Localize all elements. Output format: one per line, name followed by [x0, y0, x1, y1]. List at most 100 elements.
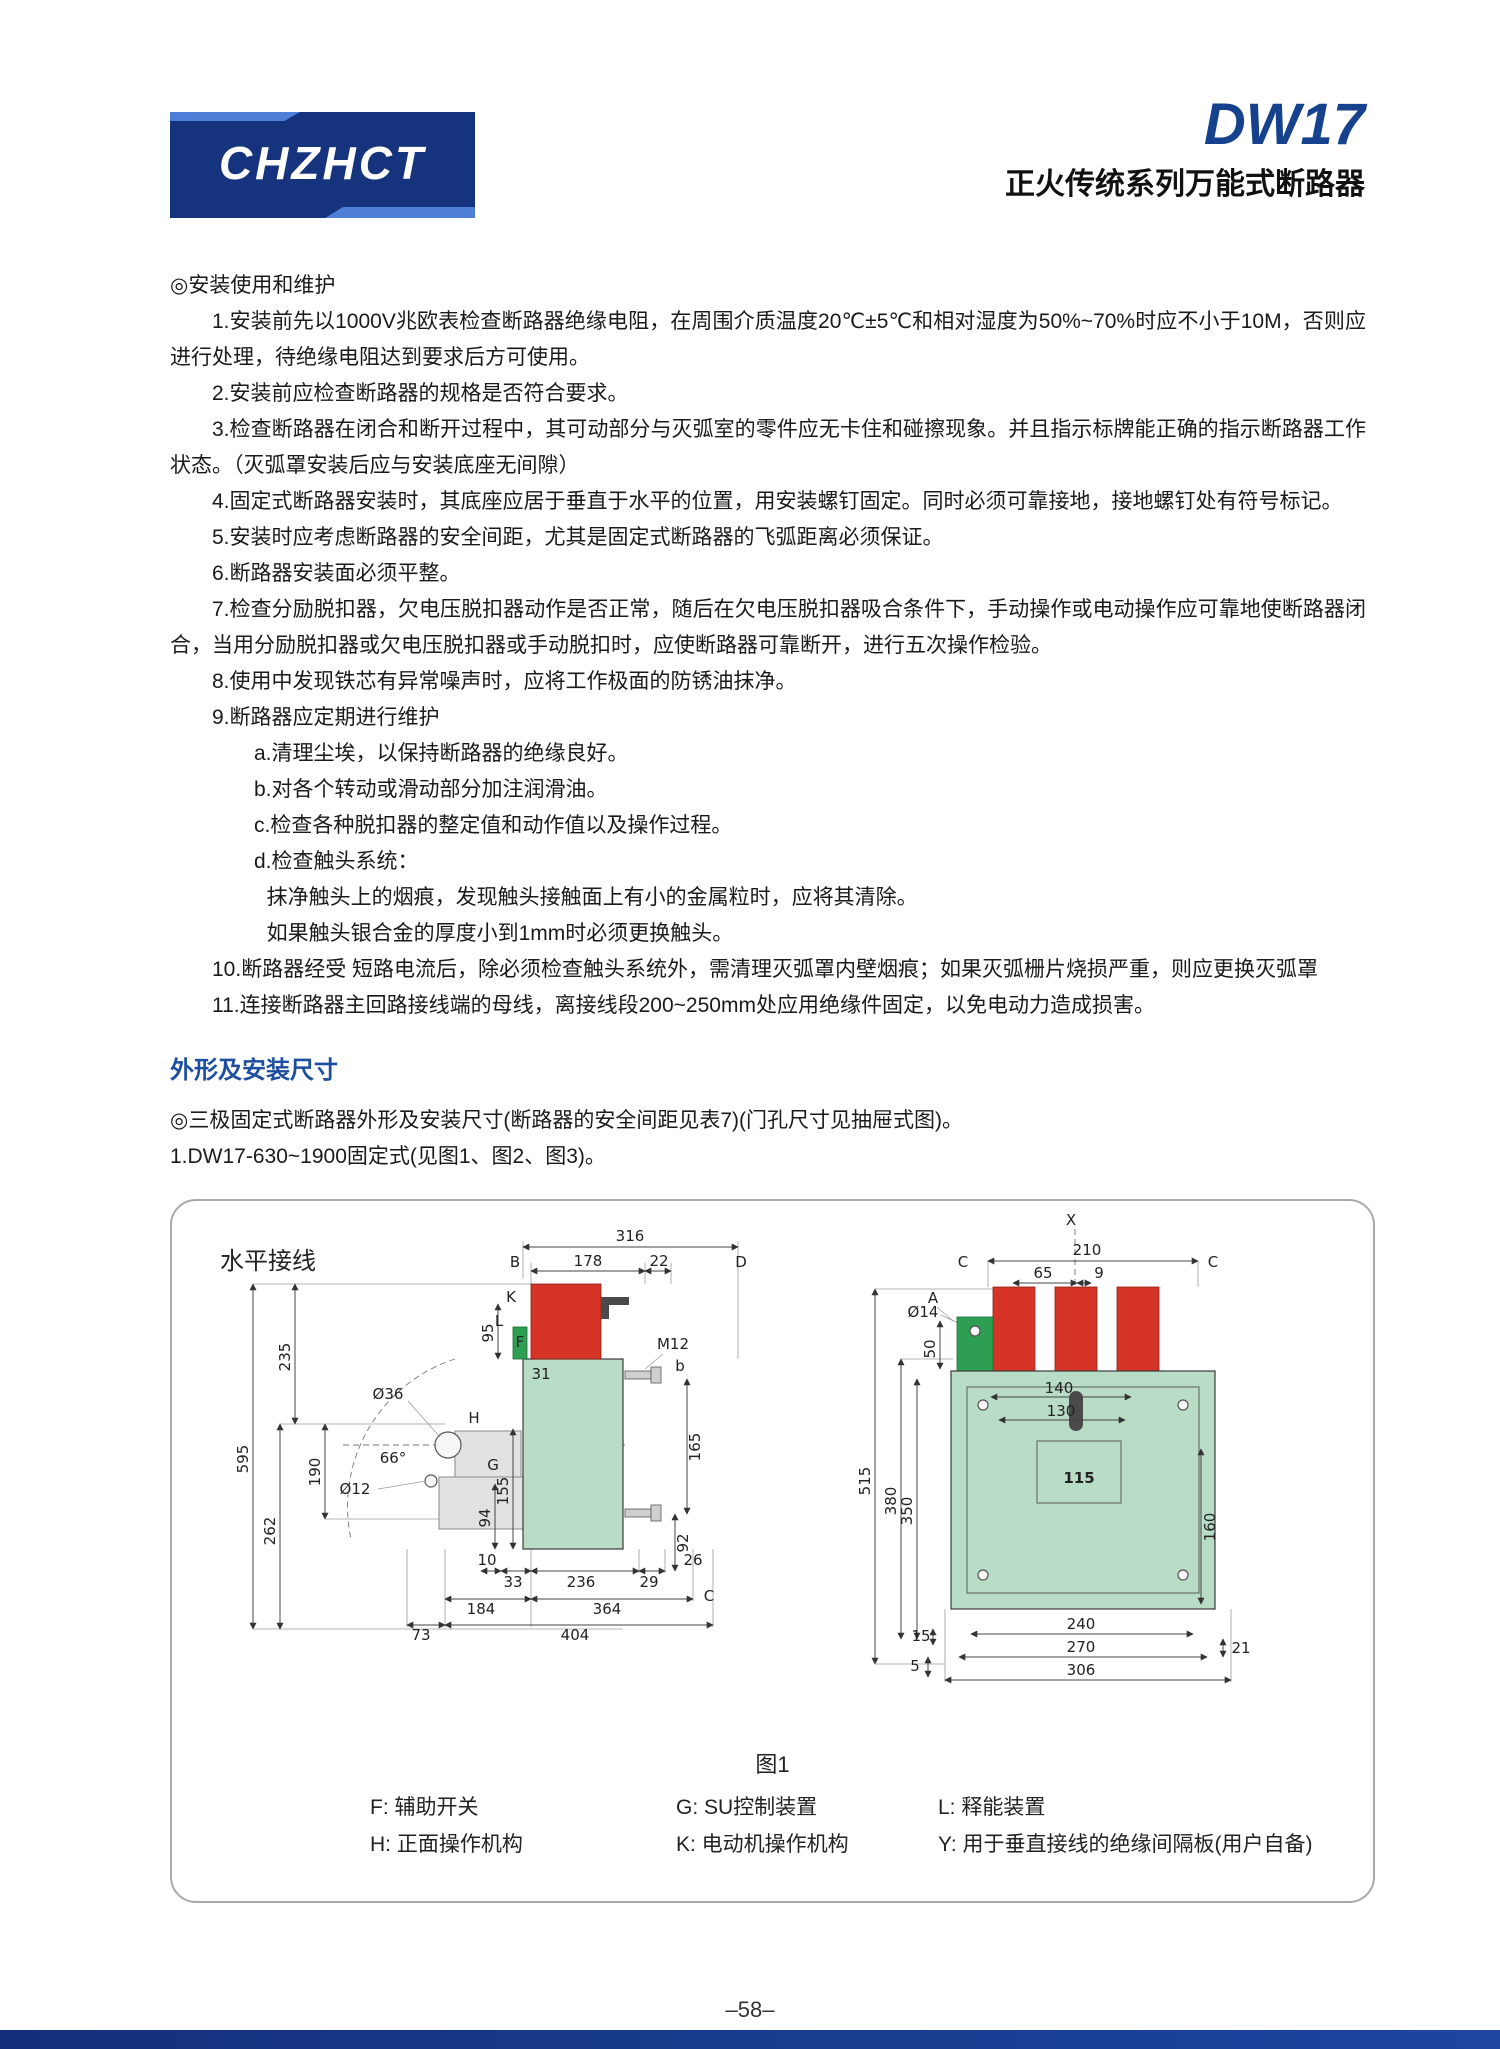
- maintenance-section-title: ◎安装使用和维护: [170, 274, 336, 297]
- dim-b: b: [675, 1357, 685, 1375]
- dim-155: 155: [494, 1477, 512, 1506]
- dim-G: G: [487, 1456, 499, 1474]
- header-right: DW17 正火传统系列万能式断路器: [1005, 95, 1365, 203]
- dimensions-note-2: 1.DW17-630~1900固定式(见图1、图2、图3)。: [170, 1145, 606, 1168]
- maintenance-item-9d-note1: 抹净触头上的烟痕，发现触头接触面上有小的金属粒时，应将其清除。: [266, 886, 918, 909]
- dim-dia14: Ø14: [907, 1303, 938, 1321]
- legend-item-L: L: 释能装置: [938, 1796, 1046, 1819]
- dim-angle-66: 66°: [379, 1449, 406, 1467]
- legend-row-1: F: 辅助开关 G: SU控制装置 L: 释能装置: [370, 1789, 1333, 1826]
- maintenance-item-9b: b.对各个转动或滑动部分加注润滑油。: [254, 778, 608, 801]
- legend-item-Y: Y: 用于垂直接线的绝缘间隔板(用户自备): [938, 1833, 1313, 1856]
- dim-C-left: C: [703, 1587, 713, 1605]
- dim-595: 595: [234, 1445, 252, 1474]
- dim-29: 29: [639, 1573, 658, 1591]
- company-logo: CHZHCT: [170, 112, 475, 218]
- dim-K: K: [506, 1288, 517, 1306]
- dim-73: 73: [411, 1626, 430, 1644]
- dim-94: 94: [476, 1508, 494, 1527]
- dim-236: 236: [566, 1573, 595, 1591]
- logo-text: CHZHCT: [218, 137, 427, 189]
- dim-dia36: Ø36: [372, 1385, 403, 1403]
- maintenance-item-9d: d.检查触头系统：: [254, 850, 419, 873]
- dim-X: X: [1065, 1211, 1075, 1229]
- maintenance-item-9c: c.检查各种脱扣器的整定值和动作值以及操作过程。: [254, 814, 733, 837]
- dim-115: 115: [1063, 1469, 1094, 1487]
- dim-31: 31: [531, 1365, 550, 1383]
- dimensions-note-1: ◎三极固定式断路器外形及安装尺寸(断路器的安全间距见表7)(门孔尺寸见抽屉式图)…: [170, 1109, 963, 1132]
- dim-160: 160: [1201, 1513, 1219, 1542]
- dim-C-right-1: C: [957, 1253, 967, 1271]
- maintenance-item-6: 6.断路器安装面必须平整。: [212, 562, 461, 585]
- legend-item-G: G: SU控制装置: [676, 1796, 818, 1819]
- maintenance-item-3: 3.检查断路器在闭合和断开过程中，其可动部分与灭弧室的零件应无卡住和碰擦现象。并…: [170, 418, 1366, 477]
- product-model-title: DW17: [1203, 92, 1365, 157]
- dim-210: 210: [1072, 1241, 1101, 1259]
- dim-364: 364: [592, 1600, 621, 1618]
- figure-1-box: 水平接线: [170, 1199, 1375, 1903]
- dim-65: 65: [1033, 1264, 1052, 1282]
- dim-15: 15: [911, 1627, 930, 1645]
- dim-306: 306: [1066, 1661, 1095, 1679]
- dim-404: 404: [560, 1626, 589, 1644]
- dim-33: 33: [503, 1573, 522, 1591]
- maintenance-item-10: 10.断路器经受 短路电流后，除必须检查触头系统外，需清理灭弧罩内壁烟痕；如果灭…: [212, 958, 1319, 981]
- maintenance-item-11: 11.连接断路器主回路接线端的母线，离接线段200~250mm处应用绝缘件固定，…: [212, 994, 1155, 1017]
- legend-row-2: H: 正面操作机构 K: 电动机操作机构 Y: 用于垂直接线的绝缘间隔板(用户自…: [370, 1826, 1333, 1863]
- dim-95: 95: [479, 1323, 497, 1342]
- dim-235: 235: [276, 1343, 294, 1372]
- breaker-front-view: X C 210 C 65 9 A Ø14 50 515 380 350 140 …: [856, 1211, 1250, 1684]
- figure-1-drawing: 316 B 178 22 D K L F 31 595 235 190 262 …: [234, 1211, 1250, 1684]
- dim-9: 9: [1094, 1264, 1104, 1282]
- dim-10: 10: [477, 1551, 496, 1569]
- legend-item-F: F: 辅助开关: [370, 1796, 479, 1819]
- maintenance-item-5: 5.安装时应考虑断路器的安全间距，尤其是固定式断路器的飞弧距离必须保证。: [212, 526, 944, 549]
- dim-C-right-2: C: [1207, 1253, 1217, 1271]
- dim-350: 350: [898, 1497, 916, 1526]
- dim-184: 184: [466, 1600, 495, 1618]
- dimensions-section-title: 外形及安装尺寸: [170, 1057, 338, 1084]
- dim-22: 22: [649, 1252, 668, 1270]
- dim-B: B: [509, 1253, 519, 1271]
- page-number: –58–: [725, 1997, 775, 2022]
- wiring-orientation-label: 水平接线: [220, 1248, 316, 1275]
- dim-F: F: [515, 1333, 524, 1351]
- maintenance-item-9a: a.清理尘埃，以保持断路器的绝缘良好。: [254, 742, 629, 765]
- maintenance-item-1: 1.安装前先以1000V兆欧表检查断路器绝缘电阻，在周围介质温度20℃±5℃和相…: [170, 310, 1366, 369]
- dim-515: 515: [856, 1467, 874, 1496]
- dim-L: L: [494, 1312, 503, 1330]
- logo-accent-bottom-icon: [325, 207, 475, 218]
- legend-item-K: K: 电动机操作机构: [676, 1833, 849, 1856]
- dim-130: 130: [1046, 1402, 1075, 1420]
- dim-A: A: [927, 1289, 938, 1307]
- dim-140: 140: [1044, 1379, 1073, 1397]
- maintenance-item-9d-note2: 如果触头银合金的厚度小到1mm时必须更换触头。: [266, 922, 734, 945]
- breaker-side-view: 316 B 178 22 D K L F 31 595 235 190 262 …: [234, 1227, 747, 1644]
- maintenance-item-8: 8.使用中发现铁芯有异常噪声时，应将工作极面的防锈油抹净。: [212, 670, 797, 693]
- dim-92: 92: [674, 1533, 692, 1552]
- dim-H: H: [468, 1409, 479, 1427]
- maintenance-item-7: 7.检查分励脱扣器，欠电压脱扣器动作是否正常，随后在欠电压脱扣器吸合条件下，手动…: [170, 598, 1366, 657]
- dim-270: 270: [1066, 1638, 1095, 1656]
- dim-262: 262: [261, 1517, 279, 1546]
- dim-190: 190: [306, 1458, 324, 1487]
- dim-5: 5: [910, 1657, 920, 1675]
- logo-accent-top-icon: [170, 112, 300, 121]
- dim-21: 21: [1231, 1639, 1250, 1657]
- figure-caption: 图1: [755, 1752, 790, 1777]
- maintenance-item-4: 4.固定式断路器安装时，其底座应居于垂直于水平的位置，用安装螺钉固定。同时必须可…: [212, 490, 1343, 513]
- figure-legend: F: 辅助开关 G: SU控制装置 L: 释能装置 H: 正面操作机构 K: 电…: [370, 1789, 1333, 1863]
- dim-240: 240: [1066, 1615, 1095, 1633]
- dim-178: 178: [573, 1252, 602, 1270]
- dim-165: 165: [686, 1433, 704, 1462]
- maintenance-item-9: 9.断路器应定期进行维护: [212, 706, 440, 729]
- legend-item-H: H: 正面操作机构: [370, 1833, 523, 1856]
- series-subtitle: 正火传统系列万能式断路器: [1005, 168, 1365, 201]
- dim-D: D: [735, 1253, 747, 1271]
- dim-50: 50: [921, 1339, 939, 1358]
- dim-316: 316: [615, 1227, 644, 1245]
- dim-380: 380: [882, 1487, 900, 1516]
- maintenance-item-2: 2.安装前应检查断路器的规格是否符合要求。: [212, 382, 629, 405]
- dim-M12: M12: [656, 1335, 688, 1353]
